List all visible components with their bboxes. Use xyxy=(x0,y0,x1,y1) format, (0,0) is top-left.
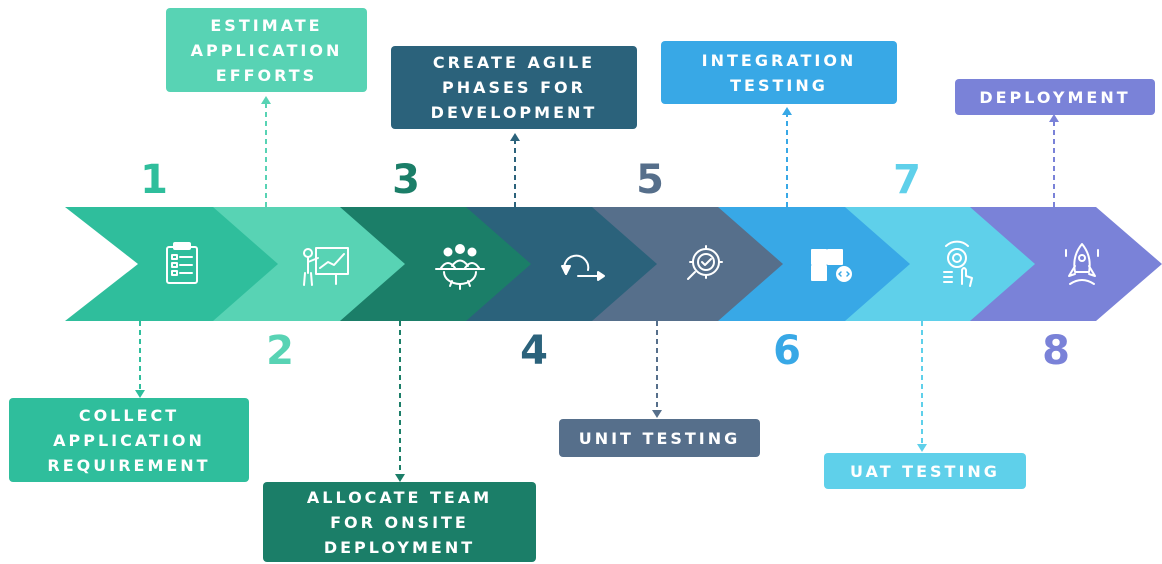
arrowhead-1 xyxy=(135,390,145,398)
step-number-2: 2 xyxy=(266,328,294,374)
presentation-chart-icon xyxy=(303,247,349,286)
arrowhead-2 xyxy=(261,96,271,104)
step-label-8: DEPLOYMENT xyxy=(955,79,1155,115)
step-label-7: UAT TESTING xyxy=(824,453,1026,489)
step-label-2: ESTIMATE APPLICATION EFFORTS xyxy=(166,8,367,92)
agile-cycle-icon xyxy=(561,254,605,281)
chevron-segment-4 xyxy=(461,207,657,321)
chevron-segment-8 xyxy=(965,207,1162,321)
gear-touch-icon xyxy=(943,240,973,287)
chevron-segment-2 xyxy=(208,207,405,321)
arrowhead-8 xyxy=(1049,114,1059,122)
rocket-icon xyxy=(1065,243,1099,285)
step-label-4: CREATE AGILE PHASES FOR DEVELOPMENT xyxy=(391,46,637,129)
step-number-4: 4 xyxy=(520,328,548,374)
arrowhead-5 xyxy=(652,410,662,418)
step-number-6: 6 xyxy=(773,328,801,374)
step-label-6: INTEGRATION TESTING xyxy=(661,41,897,104)
chevron-segment-3 xyxy=(335,207,531,321)
step-number-5: 5 xyxy=(636,157,664,203)
team-gear-icon xyxy=(435,244,485,290)
arrowhead-6 xyxy=(782,107,792,115)
arrowhead-4 xyxy=(510,133,520,141)
step-number-1: 1 xyxy=(140,157,168,203)
chevron-segment-7 xyxy=(840,207,1035,321)
step-label-1: COLLECT APPLICATION REQUIREMENT xyxy=(9,398,249,482)
arrowhead-3 xyxy=(395,474,405,482)
step-label-3: ALLOCATE TEAM FOR ONSITE DEPLOYMENT xyxy=(263,482,536,562)
step-number-7: 7 xyxy=(893,157,921,203)
arrowhead-7 xyxy=(917,444,927,452)
chevron-segment-5 xyxy=(587,207,783,321)
step-number-3: 3 xyxy=(392,157,420,203)
step-label-5: UNIT TESTING xyxy=(559,419,760,457)
step-number-8: 8 xyxy=(1042,328,1070,374)
clipboard-checklist-icon xyxy=(166,242,198,284)
puzzle-code-icon xyxy=(811,249,852,282)
gear-check-search-icon xyxy=(687,245,723,280)
